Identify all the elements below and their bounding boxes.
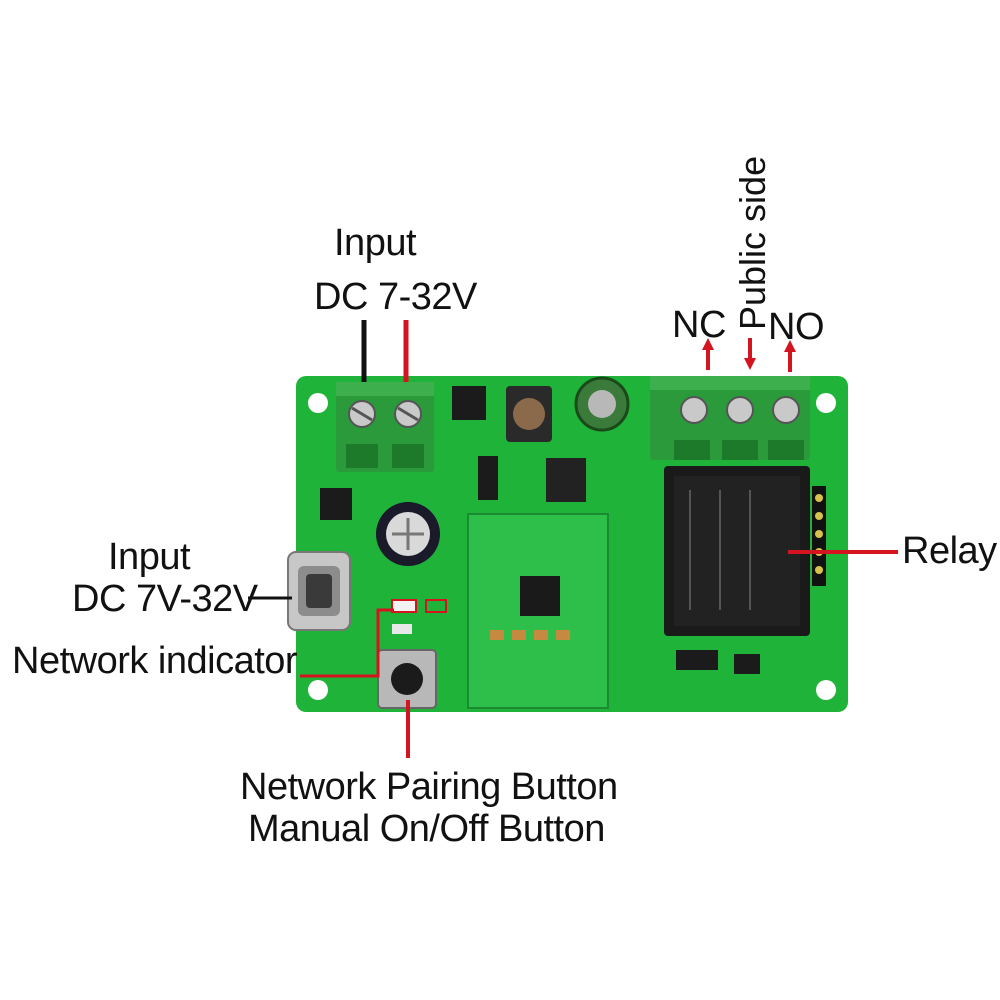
flyback-diode [676,650,718,670]
no-label: NO [768,306,825,348]
public-side-label: Public side [732,155,773,330]
network-indicator-label: Network indicator [12,640,298,682]
mount-hole [308,393,328,413]
nc-label: NC [672,304,726,346]
input-left-voltage: DC 7V-32V [72,578,258,620]
public-side-arrow [744,338,756,370]
wifi-module [467,513,609,709]
mount-hole [816,680,836,700]
mount-hole [816,393,836,413]
transistor [320,488,352,520]
indicator-leader-line [300,608,394,678]
input-left-title: Input [108,536,191,578]
no-arrow [784,340,796,372]
input-top-title: Input [334,222,417,264]
pin-header [812,486,826,586]
power-input-terminal [336,382,434,472]
input-top-voltage: DC 7-32V [314,276,477,318]
network-led [391,599,417,613]
regulator [546,458,586,502]
nc-arrow [702,338,714,370]
relay [664,466,810,636]
pairing-button-label-line1: Network Pairing Button [240,766,618,808]
ic-chip [452,386,486,420]
pairing-button-label-line2: Manual On/Off Button [248,808,605,850]
diode [478,456,498,500]
mount-hole [308,680,328,700]
relay-output-terminal [650,376,810,460]
pairing-button [377,649,437,709]
relay-label: Relay [902,530,997,572]
usb-c-port [287,551,351,631]
